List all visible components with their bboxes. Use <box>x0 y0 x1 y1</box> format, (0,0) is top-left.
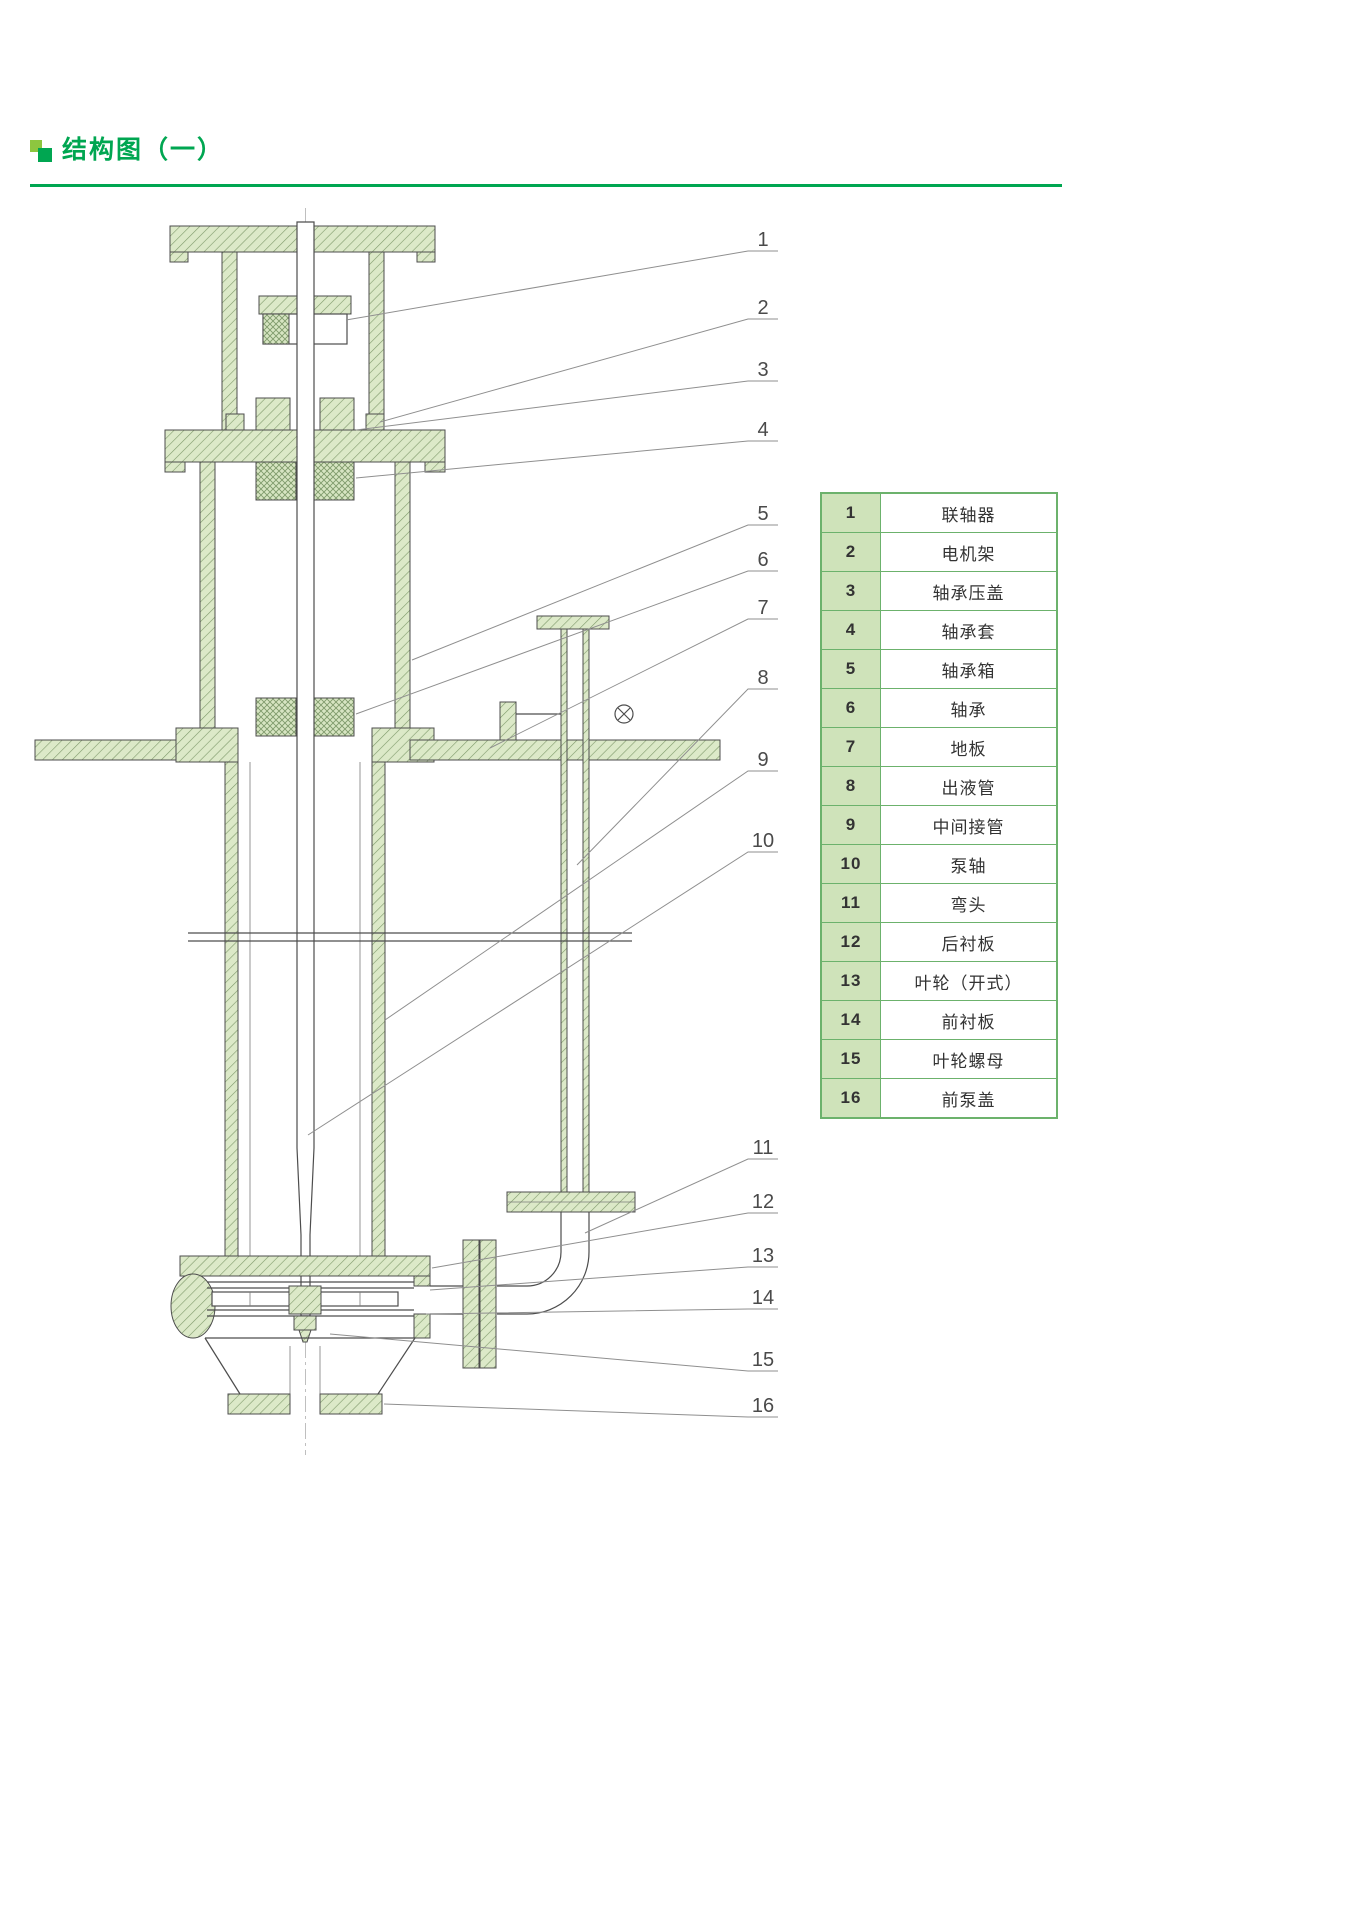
part-name-cell: 弯头 <box>880 883 1058 923</box>
table-row: 14 前衬板 <box>820 1000 1058 1040</box>
part-name-cell: 轴承 <box>880 688 1058 728</box>
part-name-cell: 前泵盖 <box>880 1078 1058 1119</box>
part-name-cell: 联轴器 <box>880 492 1058 533</box>
callout-numbers: 1 2 3 4 5 6 7 8 9 10 11 12 13 14 15 16 <box>752 229 774 1417</box>
part-number-cell: 13 <box>820 961 881 1001</box>
callout-number: 9 <box>757 749 768 771</box>
callout-number: 15 <box>752 1349 774 1371</box>
table-row: 8 出液管 <box>820 766 1058 806</box>
table-row: 10 泵轴 <box>820 844 1058 884</box>
table-row: 9 中间接管 <box>820 805 1058 845</box>
callout-number: 1 <box>757 229 768 251</box>
discharge-pipe <box>536 615 610 1193</box>
part-name-cell: 叶轮（开式） <box>880 961 1058 1001</box>
elbow <box>430 1191 636 1369</box>
pump-casing <box>170 1255 431 1415</box>
table-row: 5 轴承箱 <box>820 649 1058 689</box>
leader-lines <box>307 250 778 1418</box>
part-number-cell: 10 <box>820 844 881 884</box>
callout-number: 12 <box>752 1191 774 1213</box>
part-number-cell: 7 <box>820 727 881 767</box>
callout-number: 4 <box>757 419 768 441</box>
part-number-cell: 1 <box>820 492 881 533</box>
callout-number: 6 <box>757 549 768 571</box>
floor-plate <box>34 701 721 763</box>
part-number-cell: 8 <box>820 766 881 806</box>
callout-number: 14 <box>752 1287 774 1309</box>
callout-number: 8 <box>757 667 768 689</box>
part-name-cell: 中间接管 <box>880 805 1058 845</box>
part-number-cell: 4 <box>820 610 881 650</box>
section-header: 结构图（一） <box>30 138 224 163</box>
bearing-unit <box>164 397 446 741</box>
table-row: 3 轴承压盖 <box>820 571 1058 611</box>
part-name-cell: 地板 <box>880 727 1058 767</box>
callout-number: 13 <box>752 1245 774 1267</box>
part-name-cell: 出液管 <box>880 766 1058 806</box>
table-row: 13 叶轮（开式） <box>820 961 1058 1001</box>
part-name-cell: 后衬板 <box>880 922 1058 962</box>
table-row: 1 联轴器 <box>820 492 1058 533</box>
part-name-cell: 轴承箱 <box>880 649 1058 689</box>
section-divider-line <box>30 184 1062 187</box>
part-number-cell: 2 <box>820 532 881 572</box>
part-number-cell: 5 <box>820 649 881 689</box>
section-title-icon <box>30 139 52 162</box>
table-row: 7 地板 <box>820 727 1058 767</box>
part-number-cell: 14 <box>820 1000 881 1040</box>
parts-table: 1 联轴器 2 电机架 3 轴承压盖 4 轴承套 5 轴承箱 <box>820 492 1058 1119</box>
part-name-cell: 叶轮螺母 <box>880 1039 1058 1079</box>
part-number-cell: 11 <box>820 883 881 923</box>
part-number-cell: 9 <box>820 805 881 845</box>
part-name-cell: 轴承压盖 <box>880 571 1058 611</box>
part-name-cell: 前衬板 <box>880 1000 1058 1040</box>
callout-number: 11 <box>753 1137 774 1159</box>
callout-number: 7 <box>757 597 768 619</box>
break-lines <box>188 932 632 942</box>
part-number-cell: 15 <box>820 1039 881 1079</box>
part-name-cell: 电机架 <box>880 532 1058 572</box>
part-number-cell: 12 <box>820 922 881 962</box>
table-row: 4 轴承套 <box>820 610 1058 650</box>
part-number-cell: 6 <box>820 688 881 728</box>
callout-number: 2 <box>757 297 768 319</box>
callout-number: 3 <box>757 359 768 381</box>
intermediate-column <box>224 761 386 1261</box>
motor-stool <box>169 225 436 431</box>
table-row: 15 叶轮螺母 <box>820 1039 1058 1079</box>
table-row: 16 前泵盖 <box>820 1078 1058 1119</box>
callout-number: 5 <box>757 503 768 525</box>
part-number-cell: 16 <box>820 1078 881 1119</box>
pump-shaft <box>296 221 315 1317</box>
part-name-cell: 泵轴 <box>880 844 1058 884</box>
table-row: 6 轴承 <box>820 688 1058 728</box>
page-title: 结构图（一） <box>62 136 225 164</box>
table-row: 11 弯头 <box>820 883 1058 923</box>
table-row: 2 电机架 <box>820 532 1058 572</box>
callout-number: 10 <box>752 830 774 852</box>
callout-number: 16 <box>752 1395 774 1417</box>
part-number-cell: 3 <box>820 571 881 611</box>
part-name-cell: 轴承套 <box>880 610 1058 650</box>
table-row: 12 后衬板 <box>820 922 1058 962</box>
